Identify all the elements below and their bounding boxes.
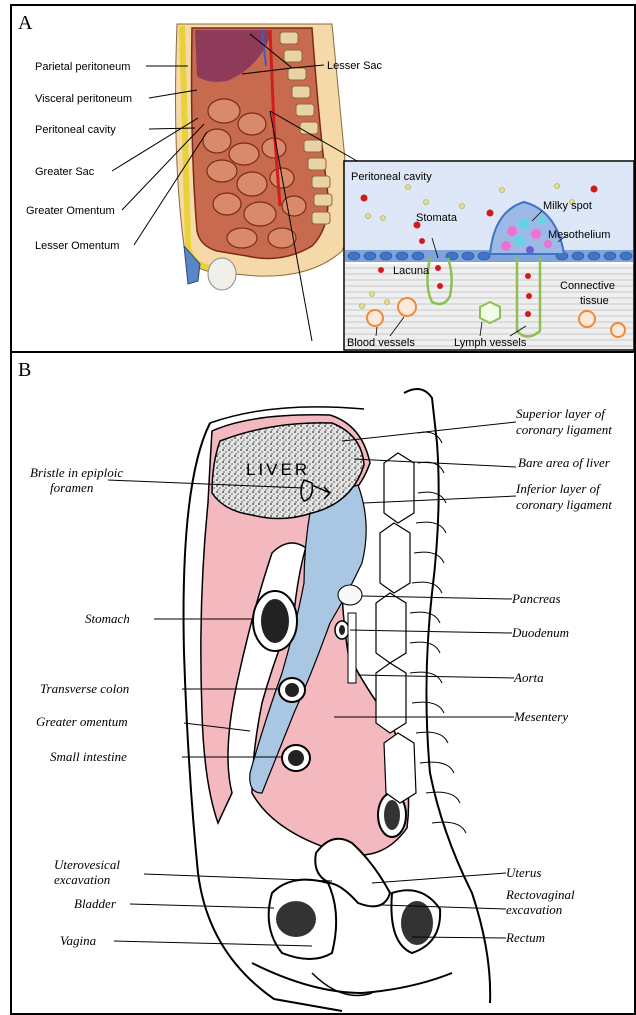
- inset-panel: Peritoneal cavity Stomata Milky spot Mes…: [344, 161, 634, 350]
- label-rectum: Rectum: [505, 930, 545, 945]
- inset-label-peritoneal-cavity: Peritoneal cavity: [351, 171, 432, 183]
- label-lesser-sac: Lesser Sac: [327, 60, 383, 72]
- label-superior-1: Superior layer of: [516, 406, 607, 421]
- panel-a-illustration: Parietal peritoneum Visceral peritoneum …: [12, 6, 634, 351]
- label-peritoneal-cavity: Peritoneal cavity: [35, 124, 116, 136]
- label-stomach: Stomach: [85, 611, 130, 626]
- label-greater-omentum: Greater Omentum: [26, 205, 115, 217]
- label-greater-sac: Greater Sac: [35, 166, 95, 178]
- label-vagina: Vagina: [60, 933, 97, 948]
- label-bristle-2: foramen: [50, 480, 93, 495]
- label-transverse-colon: Transverse colon: [40, 681, 129, 696]
- label-pancreas: Pancreas: [511, 591, 561, 606]
- label-visceral-peritoneum: Visceral peritoneum: [35, 93, 132, 105]
- label-inferior-1: Inferior layer of: [515, 481, 602, 496]
- panel-a: A: [10, 4, 636, 353]
- liver-label: LIVER: [246, 460, 310, 479]
- label-mesentery: Mesentery: [513, 709, 568, 724]
- label-uterovesical-1: Uterovesical: [54, 857, 120, 872]
- inset-label-connective-1: Connective: [560, 280, 615, 292]
- label-small-intestine: Small intestine: [50, 749, 127, 764]
- label-duodenum: Duodenum: [511, 625, 569, 640]
- label-superior-2: coronary ligament: [516, 422, 612, 437]
- label-inferior-2: coronary ligament: [516, 497, 612, 512]
- label-bare-area: Bare area of liver: [518, 455, 611, 470]
- panel-b-illustration: LIVER: [12, 353, 634, 1013]
- abdomen-illustration: [176, 24, 351, 290]
- panel-b: B LIVER: [10, 351, 636, 1015]
- inset-label-stomata: Stomata: [416, 212, 458, 224]
- label-rectovaginal-2: excavation: [506, 902, 562, 917]
- label-rectovaginal-1: Rectovaginal: [505, 887, 575, 902]
- sagittal-section: LIVER: [184, 389, 491, 1011]
- inset-label-mesothelium: Mesothelium: [548, 229, 610, 241]
- label-bladder: Bladder: [74, 896, 117, 911]
- label-lesser-omentum: Lesser Omentum: [35, 240, 119, 252]
- label-greater-omentum: Greater omentum: [36, 714, 128, 729]
- inset-label-milky-spot: Milky spot: [543, 200, 592, 212]
- label-bristle-1: Bristle in epiploic: [30, 465, 123, 480]
- inset-label-lymph-vessels: Lymph vessels: [454, 337, 527, 349]
- label-aorta: Aorta: [513, 670, 544, 685]
- inset-label-blood-vessels: Blood vessels: [347, 337, 415, 349]
- label-parietal-peritoneum: Parietal peritoneum: [35, 61, 130, 73]
- inset-label-lacuna: Lacuna: [393, 265, 430, 277]
- label-uterus: Uterus: [506, 865, 541, 880]
- inset-label-connective-2: tissue: [580, 295, 609, 307]
- label-uterovesical-2: excavation: [54, 872, 110, 887]
